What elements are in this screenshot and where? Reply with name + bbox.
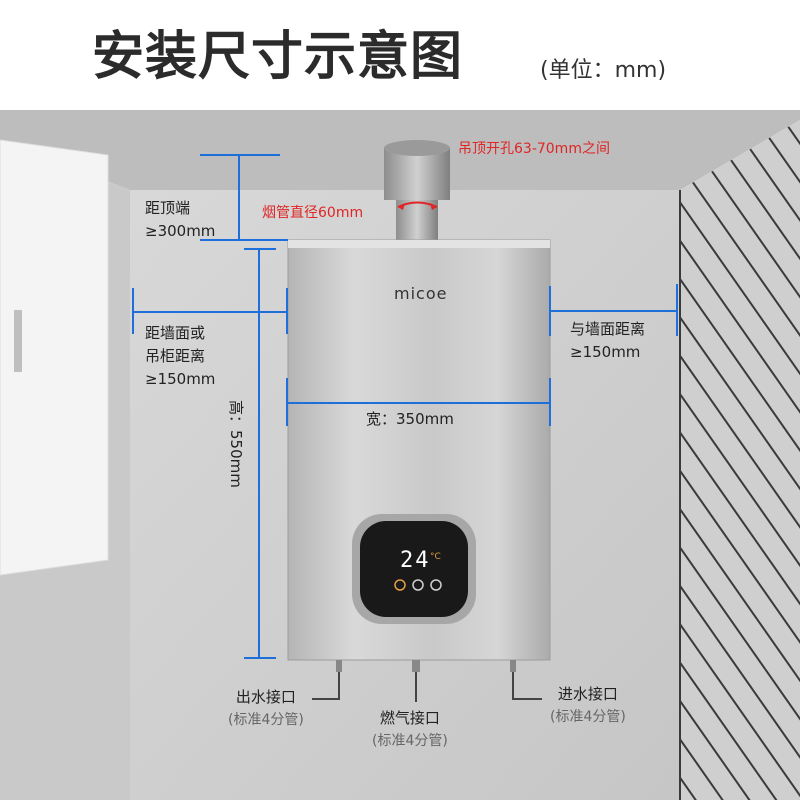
temperature-unit: °C [430, 552, 441, 562]
top-ref-line [200, 154, 280, 156]
width-line [288, 402, 550, 404]
gas-port [412, 660, 420, 672]
right-distance-line [549, 310, 677, 312]
water-out-leader [338, 672, 340, 700]
water-in-leader [512, 672, 514, 700]
flue-diameter-label: 烟管直径60mm [262, 205, 364, 221]
power-button-icon[interactable] [394, 579, 406, 591]
temperature-display: 24 [400, 548, 431, 573]
water-in-port [510, 660, 516, 672]
water-in-label: 进水接口 (标准4分管) [550, 685, 626, 725]
height-top-tick [244, 248, 276, 250]
cabinet-handle [14, 310, 22, 372]
page-title: 安装尺寸示意图 [92, 27, 464, 87]
top-distance-label: 距顶端 ≥300mm [145, 199, 216, 240]
gas-label: 燃气接口 (标准4分管) [372, 709, 448, 749]
gas-leader [415, 672, 417, 702]
water-out-port [336, 660, 342, 672]
brand-logo: micoe [394, 284, 448, 303]
left-distance-line [132, 311, 288, 313]
left-heater-tick [286, 288, 288, 334]
unit-note: (单位：mm) [540, 58, 667, 83]
top-distance-line [238, 154, 240, 240]
mode-button-icon[interactable] [412, 579, 424, 591]
temp-button-icon[interactable] [430, 579, 442, 591]
wall-cabinet [0, 139, 109, 576]
height-line [258, 248, 260, 658]
width-left-tick [286, 378, 288, 426]
width-label: 宽：350mm [366, 410, 454, 428]
left-distance-label: 距墙面或 吊柜距离 ≥150mm [145, 324, 216, 388]
top-distance-end [200, 239, 288, 241]
height-bottom-tick [244, 657, 276, 659]
right-wall-tick [676, 284, 678, 336]
ceiling-collar [384, 148, 450, 200]
height-label: 高：550mm [227, 400, 245, 488]
width-right-tick [549, 378, 551, 426]
right-distance-label: 与墙面距离 ≥150mm [570, 320, 646, 361]
right-wall-section [680, 120, 800, 800]
water-out-label: 出水接口 (标准4分管) [228, 688, 304, 728]
control-panel-screen [360, 521, 468, 617]
ceiling-hole-label: 吊顶开孔63-70mm之间 [458, 141, 610, 157]
